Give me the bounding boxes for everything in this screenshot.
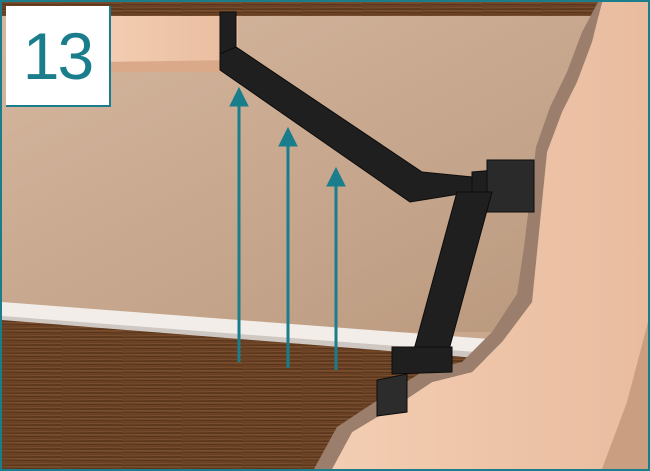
step-number-box: 13	[6, 6, 111, 107]
duct-floor-register	[377, 374, 407, 416]
duct-wall-flange	[487, 160, 534, 212]
step-number: 13	[23, 18, 92, 94]
duct-lower-boot	[392, 347, 452, 374]
